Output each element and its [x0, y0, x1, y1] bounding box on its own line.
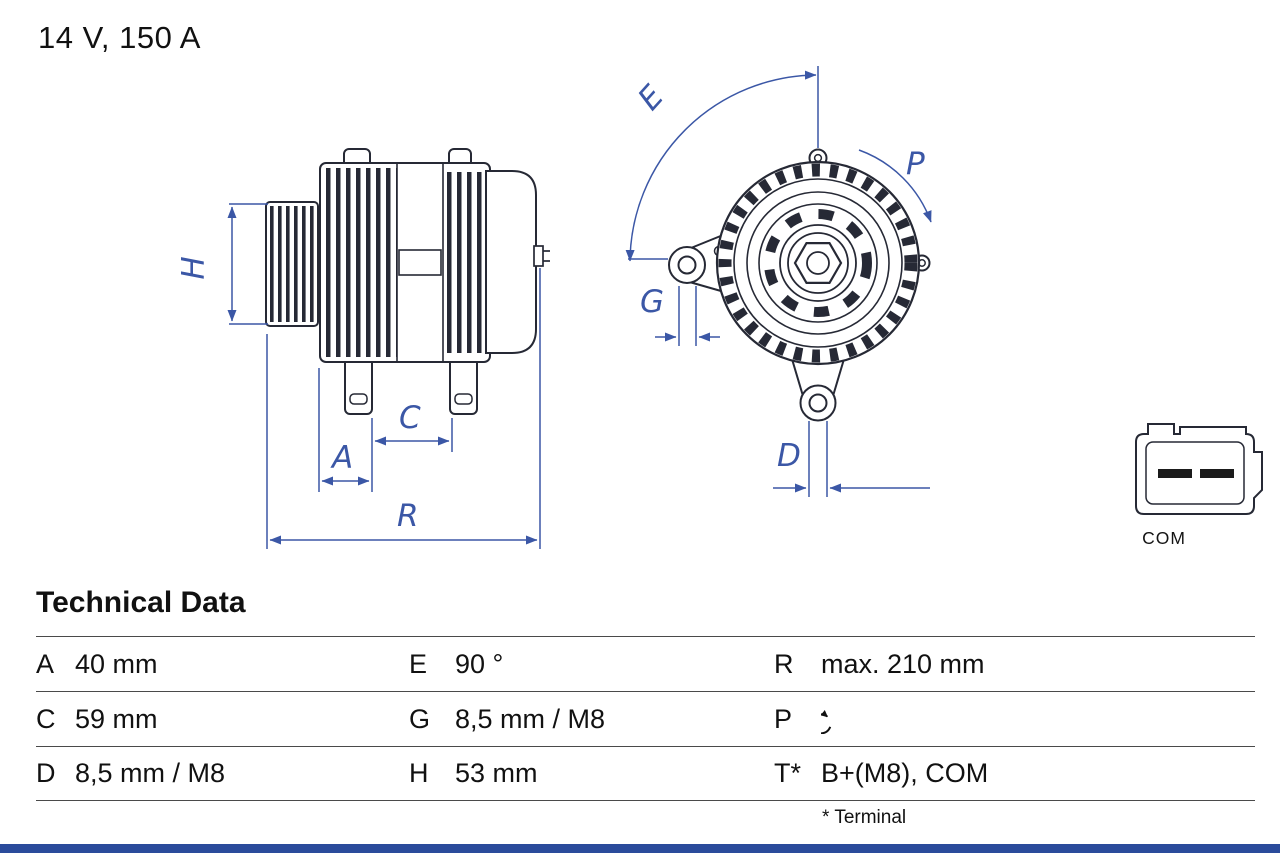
mounting-foot-front	[344, 357, 373, 415]
spec-key: H	[409, 758, 429, 788]
mounting-foot-rear	[449, 357, 478, 415]
spec-key: P	[774, 703, 793, 734]
spec-value: 40 mm	[75, 648, 158, 679]
spec-key: D	[36, 758, 56, 788]
side-view-drawing	[265, 148, 550, 415]
dim-label-P: P	[906, 146, 925, 182]
spec-value: 8,5 mm / M8	[455, 703, 606, 734]
rotation-direction-value	[821, 692, 1255, 746]
spec-value: B+(M8), COM	[821, 758, 989, 788]
connector-outline	[1135, 423, 1263, 515]
connector-label: COM	[1142, 528, 1186, 548]
rotation-direction-icon	[821, 709, 832, 734]
dim-label-A: A	[330, 440, 353, 476]
page-title: 14 V, 150 A	[38, 20, 201, 55]
brand-accent-bar	[0, 844, 1280, 853]
dimension-labels: H A C R E G P D	[176, 78, 925, 534]
center-band-bolt	[398, 249, 442, 276]
dim-label-E: E	[631, 78, 671, 117]
technical-data-table: A 40 mm E 90 ° R max. 210 mm C 59 mm G 8…	[36, 636, 1255, 801]
spec-key: T*	[774, 758, 801, 788]
section-title: Technical Data	[36, 586, 246, 619]
terminal-stud	[533, 245, 544, 267]
spec-value: 59 mm	[75, 703, 158, 734]
dim-label-C: C	[399, 400, 421, 436]
spec-key: G	[409, 703, 431, 734]
dim-E-arc	[625, 70, 817, 262]
spec-value: 90 °	[455, 648, 504, 679]
table-row: C 59 mm G 8,5 mm / M8 P	[36, 691, 1255, 746]
inner-slot-ring	[764, 209, 872, 317]
spec-value: 53 mm	[455, 758, 538, 788]
dim-label-G: G	[640, 284, 664, 320]
front-view-drawing	[668, 148, 931, 422]
dimension-lines	[227, 66, 932, 549]
connector-pin-left	[1158, 469, 1192, 478]
spec-value: max. 210 mm	[821, 648, 985, 679]
dim-P-arc	[858, 149, 932, 223]
connector-pin-right	[1200, 469, 1234, 478]
dim-label-H: H	[176, 256, 212, 279]
dim-label-D: D	[777, 438, 801, 474]
dim-label-R: R	[397, 498, 419, 534]
table-row: D 8,5 mm / M8 H 53 mm T* B+(M8), COM	[36, 746, 1255, 801]
spec-value: 8,5 mm / M8	[75, 758, 226, 788]
spec-key: R	[774, 648, 794, 679]
spec-key: C	[36, 703, 56, 734]
vent-slot-ring	[718, 163, 918, 363]
terminal-footnote: * Terminal	[822, 807, 907, 828]
connector-diagram	[1135, 423, 1263, 515]
shaft-nut	[793, 242, 843, 284]
table-row: A 40 mm E 90 ° R max. 210 mm	[36, 636, 1255, 691]
spec-key: A	[36, 648, 55, 679]
spec-key: E	[409, 648, 428, 679]
rear-cover	[485, 170, 537, 354]
